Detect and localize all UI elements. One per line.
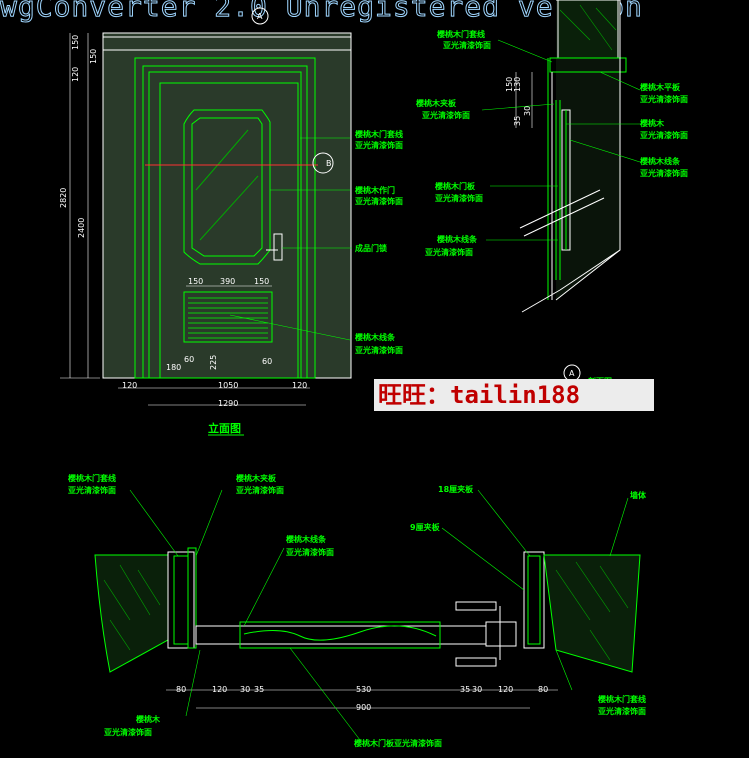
dim-top-150b: 150: [89, 49, 98, 64]
elev-label-trim: 樱桃木线条: [355, 332, 396, 342]
plan-dim-120b: 120: [498, 685, 513, 694]
dim-bottom-120: 120: [122, 381, 137, 390]
door-leaf: [159, 82, 299, 379]
louver-panel: [183, 291, 273, 343]
sec-label-casing-finish: 亚光清漆饰面: [443, 40, 491, 50]
dim-panel-mid: 390: [220, 277, 235, 286]
ad-banner: 旺旺：tailin188: [374, 379, 654, 411]
plan-label-wood: 樱桃木: [136, 714, 161, 724]
section-view: [481, 0, 641, 382]
plan-view: [94, 489, 641, 741]
dim-bottom-1050: 1050: [218, 381, 238, 390]
sec-label-strip: 樱桃木线条: [437, 234, 478, 244]
section-marker-letter: A: [569, 369, 575, 378]
door-lock-icon: [273, 233, 283, 261]
plan-label-trim: 樱桃木线条: [286, 534, 327, 544]
dim-lower-60: 60: [184, 355, 194, 364]
elev-label-trim-finish: 亚光清漆饰面: [355, 345, 403, 355]
door-handle-icon: [485, 621, 517, 647]
plan-labels: 樱桃木门套线 亚光清漆饰面 樱桃木夹板 亚光清漆饰面 樱桃木线条 亚光清漆饰面 …: [68, 473, 647, 748]
sec-label-flat: 樱桃木平板: [640, 82, 681, 92]
sec-label-wood-finish: 亚光清漆饰面: [640, 130, 688, 140]
elev-label-door-finish: 亚光清漆饰面: [355, 196, 403, 206]
plan-dim-80b: 80: [538, 685, 548, 694]
sec-label-wood: 樱桃木: [640, 118, 665, 128]
dim-height-2400: 2400: [77, 218, 86, 238]
dim-total-1290: 1290: [218, 399, 238, 408]
plan-label-wall: 墙体: [630, 490, 647, 500]
dim-lower-60b: 60: [262, 357, 272, 366]
sec-dim-150: 150: [505, 77, 514, 92]
plan-dim-30: 30: [240, 685, 250, 694]
plan-label-casing-right: 樱桃木门套线: [598, 694, 646, 704]
elevation-labels: 樱桃木门套线 亚光清漆饰面 樱桃木作门 亚光清漆饰面 成品门锁 樱桃木线条 亚光…: [59, 12, 403, 436]
sec-label-doorpanel-finish: 亚光清漆饰面: [435, 193, 483, 203]
elevation-wall-frame: [102, 32, 352, 379]
plan-dim-80: 80: [176, 685, 186, 694]
plan-label-wood-finish: 亚光清漆饰面: [104, 727, 152, 737]
plan-label-doorpanel: 樱桃木门板亚光清漆饰面: [354, 738, 442, 748]
plan-dim-900: 900: [356, 703, 371, 712]
plan-label-casing-right-finish: 亚光清漆饰面: [598, 706, 646, 716]
elevation-title: 立面图: [208, 421, 241, 435]
sec-dim-35: 35: [513, 116, 522, 126]
plan-label-trim-finish: 亚光清漆饰面: [286, 547, 334, 557]
plan-dim-30b: 30: [472, 685, 482, 694]
plan-dim-530: 530: [356, 685, 371, 694]
dim-lower-180: 180: [166, 363, 181, 372]
elev-label-door: 樱桃木作门: [355, 185, 395, 195]
dim-lower-225: 225: [209, 355, 218, 370]
marker-b-letter: B: [326, 159, 332, 168]
dim-bottom-120b: 120: [292, 381, 307, 390]
sec-label-ply-finish: 亚光清漆饰面: [422, 110, 470, 120]
dim-height-2820: 2820: [59, 188, 68, 208]
elev-label-casing: 樱桃木门套线: [355, 129, 403, 139]
dim-top-150: 150: [71, 35, 80, 50]
sec-label-casing: 樱桃木门套线: [437, 29, 485, 39]
sec-label-flat-finish: 亚光清漆饰面: [640, 94, 688, 104]
plan-label-9ply: 9厘夹板: [410, 522, 441, 532]
plan-dim-120: 120: [212, 685, 227, 694]
marker-a-letter: A: [257, 12, 263, 21]
plan-label-18ply: 18厘夹板: [438, 484, 474, 494]
plan-dim-35b: 35: [460, 685, 470, 694]
converter-watermark: wgConverter 2.0 Unregistered version: [0, 0, 643, 24]
elev-label-casing-finish: 亚光清漆饰面: [355, 140, 403, 150]
dim-top-120: 120: [71, 67, 80, 82]
sec-label-trim-finish: 亚光清漆饰面: [640, 168, 688, 178]
sec-dim-30: 30: [523, 106, 532, 116]
sec-label-ply: 樱桃木夹板: [416, 98, 457, 108]
dim-panel-left: 150: [188, 277, 203, 286]
sec-label-trim: 樱桃木线条: [640, 156, 681, 166]
plan-label-casing-left-finish: 亚光清漆饰面: [68, 485, 116, 495]
dim-panel-right: 150: [254, 277, 269, 286]
sec-label-doorpanel: 樱桃木门板: [435, 181, 476, 191]
section-marker-b: [312, 152, 334, 174]
upper-panel: [183, 109, 271, 265]
elev-label-lock: 成品门锁: [355, 243, 387, 253]
plan-label-casing-left: 樱桃木门套线: [68, 473, 116, 483]
plan-dim-35: 35: [254, 685, 264, 694]
elevation-view: [60, 7, 352, 406]
plan-label-ply: 樱桃木夹板: [236, 473, 277, 483]
sec-dim-130: 130: [513, 77, 522, 92]
plan-label-ply-finish: 亚光清漆饰面: [236, 485, 284, 495]
sec-label-strip-finish: 亚光清漆饰面: [425, 247, 473, 257]
